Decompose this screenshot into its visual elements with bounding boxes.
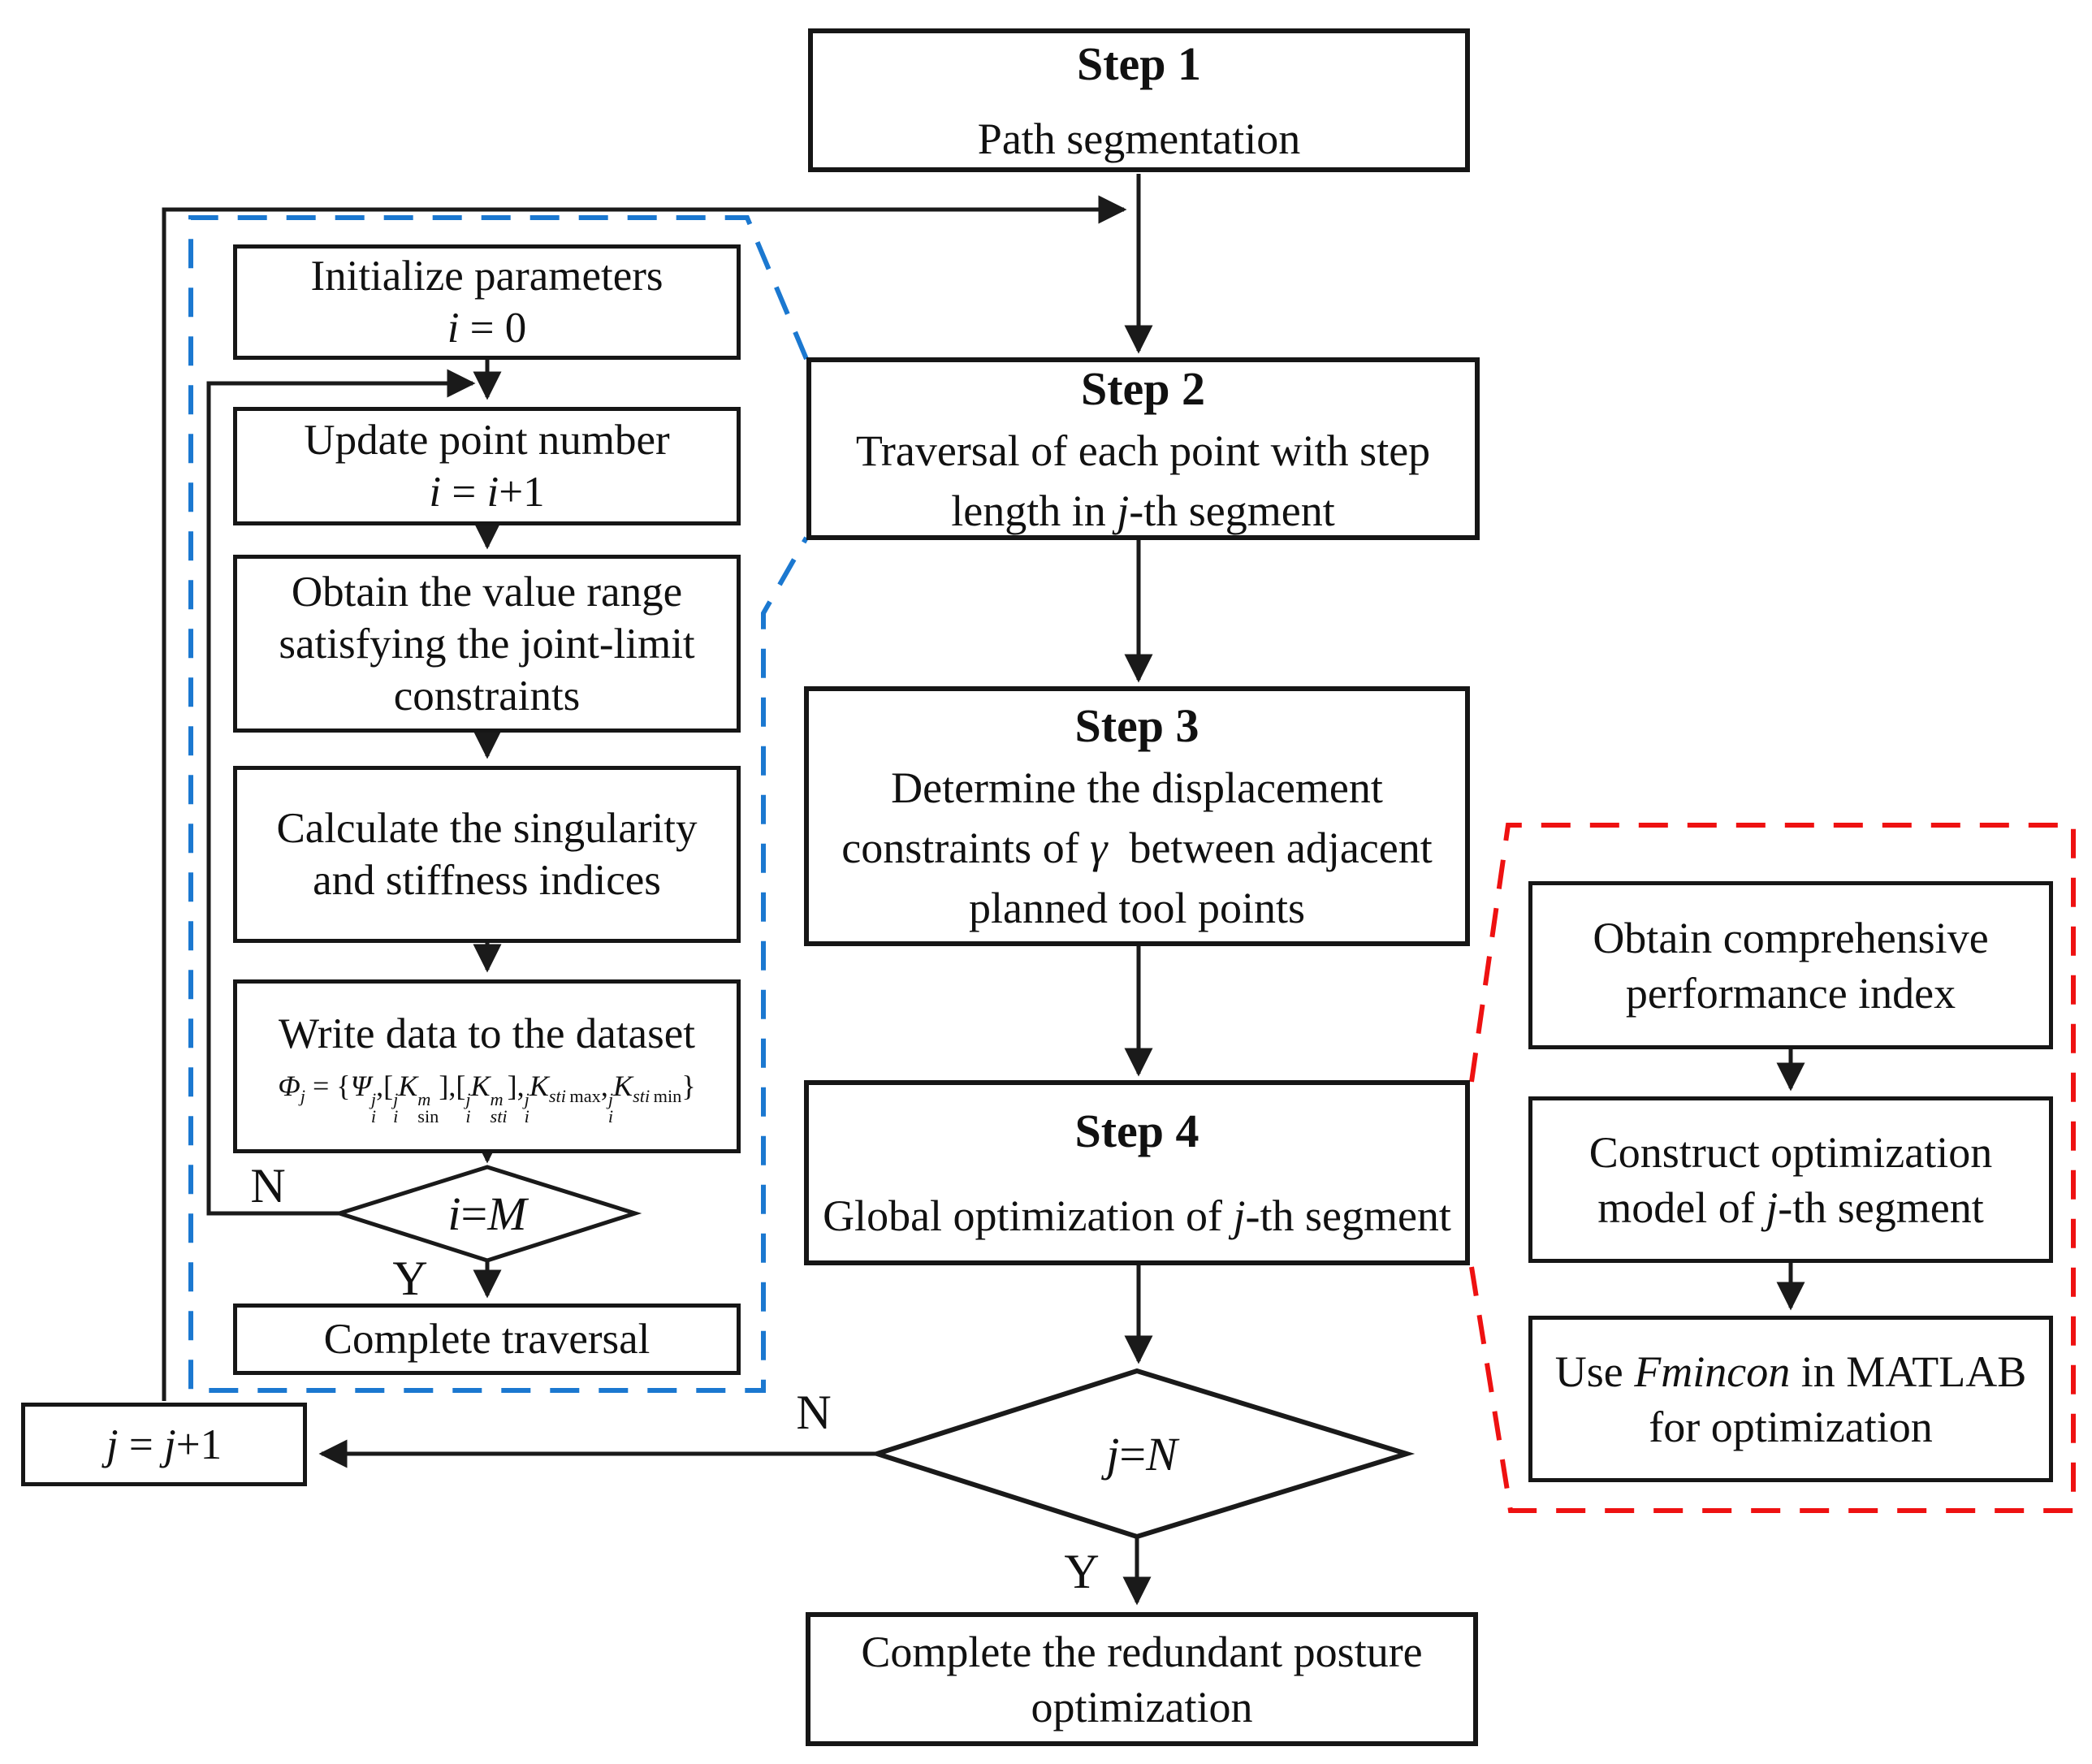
obtain-index-line1: Obtain comprehensive <box>1593 913 1989 962</box>
obtain-range-line1: Obtain the value range <box>291 568 683 616</box>
step3-text-line2: constraints of γ between adjacent <box>841 824 1433 872</box>
j-increment-box: j = j+1 <box>21 1403 307 1486</box>
step2-box: Step 2 Traversal of each point with step… <box>806 357 1480 540</box>
step2-title: Step 2 <box>1080 361 1206 415</box>
step4-box: Step 4 Global optimization of j-th segme… <box>804 1080 1470 1265</box>
construct-model-box: Construct optimization model of j-th seg… <box>1528 1096 2053 1263</box>
arrow-decision-i-no-loopback <box>206 369 476 1216</box>
step1-text: Path segmentation <box>977 114 1301 163</box>
red-dashed-callout-region <box>1469 823 2076 1513</box>
decision-i-yes-label: Y <box>392 1251 428 1305</box>
update-point-box: Update point number i = i+1 <box>233 407 741 525</box>
blue-dashed-loop-region <box>188 215 809 1393</box>
complete-optimization-line1: Complete the redundant posture <box>861 1627 1423 1676</box>
construct-model-line1: Construct optimization <box>1588 1127 1993 1177</box>
decision-diamond-j <box>869 1368 1416 1540</box>
initialize-line2: i = 0 <box>447 305 527 352</box>
step4-text: Global optimization of j-th segment <box>823 1191 1451 1240</box>
arrow-feedback-j-loop <box>162 195 1127 1401</box>
write-dataset-line1: Write data to the dataset <box>279 1010 695 1057</box>
step2-text-line2: length in j-th segment <box>951 486 1335 535</box>
complete-traversal-text: Complete traversal <box>323 1316 651 1363</box>
update-point-line1: Update point number <box>304 417 670 464</box>
obtain-index-line2: performance index <box>1625 968 1956 1018</box>
j-increment-text: j = j+1 <box>106 1420 223 1468</box>
step3-box: Step 3 Determine the displacement constr… <box>804 686 1470 946</box>
step3-text-line1: Determine the displacement <box>891 763 1383 812</box>
update-point-line2: i = i+1 <box>429 469 545 516</box>
calculate-indices-line2: and stiffness indices <box>313 857 661 904</box>
decision-j-yes-label: Y <box>1064 1545 1100 1598</box>
obtain-range-line3: constraints <box>393 672 581 720</box>
obtain-index-box: Obtain comprehensive performance index <box>1528 881 2053 1049</box>
decision-j-no-label: N <box>796 1386 832 1439</box>
obtain-range-line2: satisfying the joint-limit <box>279 620 695 668</box>
use-fmincon-box: Use Fmincon in MATLAB for optimization <box>1528 1316 2053 1482</box>
step1-title: Step 1 <box>1076 37 1202 90</box>
construct-model-line2: model of j-th segment <box>1597 1182 1984 1232</box>
step3-title: Step 3 <box>1074 699 1199 752</box>
decision-i-no-label: N <box>250 1158 286 1213</box>
use-fmincon-line1: Use Fmincon in MATLAB <box>1554 1347 2027 1396</box>
obtain-range-box: Obtain the value range satisfying the jo… <box>233 555 741 733</box>
decision-i-label: i = M <box>447 1187 527 1240</box>
initialize-box: Initialize parameters i = 0 <box>233 244 741 360</box>
complete-optimization-box: Complete the redundant posture optimizat… <box>806 1612 1478 1746</box>
initialize-line1: Initialize parameters <box>310 253 663 300</box>
decision-diamond-i <box>332 1165 642 1263</box>
use-fmincon-line2: for optimization <box>1649 1402 1933 1451</box>
step3-text-line3: planned tool points <box>969 884 1305 932</box>
step2-text-line1: Traversal of each point with step <box>855 426 1431 475</box>
complete-optimization-line2: optimization <box>1031 1682 1253 1732</box>
decision-j-label: j = N <box>1106 1427 1178 1481</box>
step1-box: Step 1 Path segmentation <box>808 28 1470 172</box>
calculate-indices-box: Calculate the singularity and stiffness … <box>233 766 741 943</box>
complete-traversal-box: Complete traversal <box>233 1304 741 1375</box>
step4-title: Step 4 <box>1074 1105 1199 1157</box>
calculate-indices-line1: Calculate the singularity <box>276 805 698 852</box>
